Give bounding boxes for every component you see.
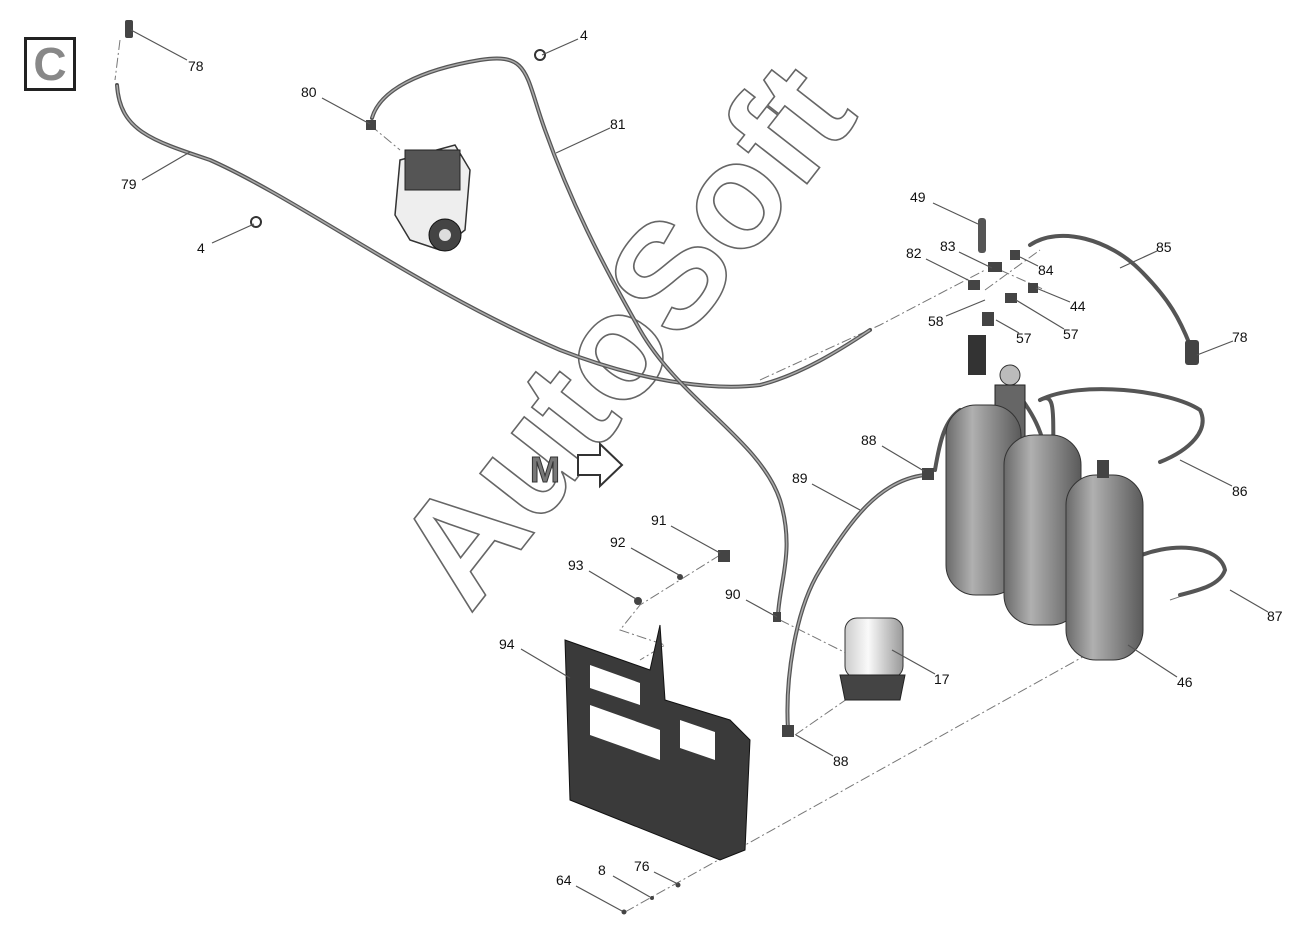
hose-81 <box>370 56 789 617</box>
callout: 88 <box>833 753 849 769</box>
callout: 80 <box>301 84 317 100</box>
hose-85 <box>1028 233 1192 347</box>
callout: 4 <box>197 240 205 256</box>
hose-79 <box>115 83 872 389</box>
callout: 92 <box>610 534 626 550</box>
view-marker-m: M <box>530 441 624 491</box>
mounting-bracket-94 <box>564 624 751 861</box>
callout: 79 <box>121 176 137 192</box>
strap-86 <box>1038 387 1205 464</box>
hose-89 <box>785 473 927 732</box>
callout: 76 <box>634 858 650 874</box>
callout: 64 <box>556 872 572 888</box>
callout: 88 <box>861 432 877 448</box>
callout: 46 <box>1177 674 1193 690</box>
air-tank-46 <box>1065 474 1144 661</box>
callout: 58 <box>928 313 944 329</box>
callout: 57 <box>1016 330 1032 346</box>
callout: 4 <box>580 27 588 43</box>
callout: 93 <box>568 557 584 573</box>
callout: 82 <box>906 245 922 261</box>
callout: 57 <box>1063 326 1079 342</box>
callout: 83 <box>940 238 956 254</box>
callout-labels: 78 4 80 81 79 4 49 82 83 84 85 44 58 57 … <box>121 27 1283 888</box>
callout: 90 <box>725 586 741 602</box>
callout: 86 <box>1232 483 1248 499</box>
arrow-right-icon <box>577 441 624 489</box>
callout: 91 <box>651 512 667 528</box>
callout: 17 <box>934 671 950 687</box>
callout: 78 <box>188 58 204 74</box>
air-dryer-17 <box>839 617 906 701</box>
callout: 84 <box>1038 262 1054 278</box>
callout: 49 <box>910 189 926 205</box>
callout: 85 <box>1156 239 1172 255</box>
callout: 44 <box>1070 298 1086 314</box>
section-badge: C <box>24 37 76 91</box>
callout: 87 <box>1267 608 1283 624</box>
strap-87 <box>1128 545 1228 597</box>
callout: 81 <box>610 116 626 132</box>
marker-letter: M <box>530 449 560 490</box>
callout: 94 <box>499 636 515 652</box>
air-compressor <box>394 144 471 252</box>
assembly-line <box>114 39 1201 913</box>
callout: 78 <box>1232 329 1248 345</box>
callout: 8 <box>598 862 606 878</box>
leader-lines <box>130 29 1269 912</box>
callout: 89 <box>792 470 808 486</box>
